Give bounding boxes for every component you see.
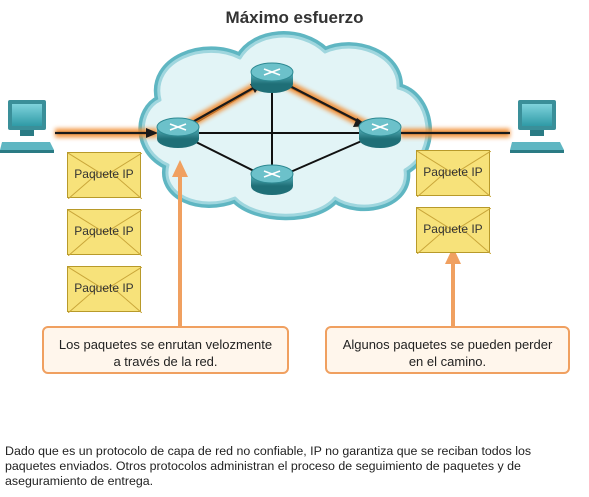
ip-packet-label: Paquete IP <box>423 222 483 236</box>
ip-packet: Paquete IP <box>416 150 491 197</box>
envelope-icon <box>68 153 142 199</box>
callout-left-line2: a través de la red. <box>113 354 218 369</box>
ip-packet-label: Paquete IP <box>74 224 134 238</box>
envelope-icon <box>417 151 491 197</box>
router-icon <box>358 117 402 148</box>
envelope-icon <box>68 267 142 313</box>
router-icon <box>156 117 200 148</box>
ip-packet: Paquete IP <box>416 207 491 254</box>
ip-packet-label: Paquete IP <box>74 281 134 295</box>
ip-packet-label: Paquete IP <box>423 165 483 179</box>
ip-packet: Paquete IP <box>67 152 142 199</box>
ip-packet: Paquete IP <box>67 209 142 256</box>
router-icon <box>250 164 294 195</box>
diagram-title: Máximo esfuerzo <box>225 8 364 27</box>
callout-right-line2: en el camino. <box>408 354 487 369</box>
router-icon <box>250 62 294 93</box>
arrow-up-icon <box>445 247 461 327</box>
footer-description: Dado que es un protocolo de capa de red … <box>5 444 532 488</box>
network-diagram <box>0 31 564 327</box>
ip-packet-label: Paquete IP <box>74 167 134 181</box>
arrow-up-icon <box>172 160 188 327</box>
callout-left-line1: Los paquetes se enrutan velozmente <box>58 337 273 352</box>
callout-left: Los paquetes se enrutan velozmente a tra… <box>42 326 289 374</box>
ip-packet: Paquete IP <box>67 266 142 313</box>
callout-right: Algunos paquetes se pueden perder en el … <box>325 326 570 374</box>
computer-icon <box>510 100 564 153</box>
callout-right-line1: Algunos paquetes se pueden perder <box>342 337 553 352</box>
computer-icon <box>0 100 54 153</box>
envelope-icon <box>417 208 491 254</box>
envelope-icon <box>68 210 142 256</box>
network-cloud <box>138 31 432 221</box>
